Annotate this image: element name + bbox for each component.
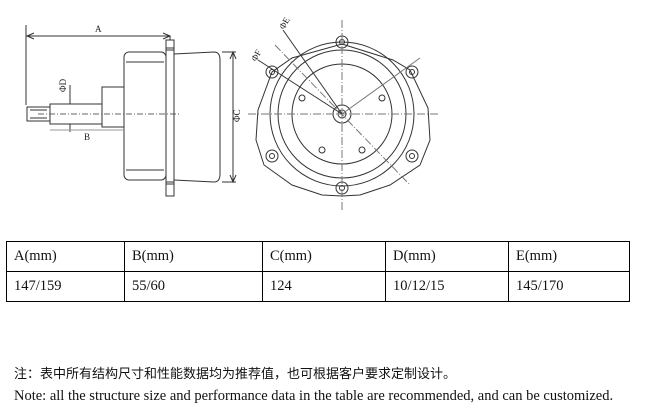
column-header: D(mm)	[385, 241, 509, 272]
table-cell: 145/170	[508, 271, 630, 302]
dim-label-a: A	[95, 24, 102, 34]
column-header: B(mm)	[124, 241, 263, 272]
dim-label-c: ΦC	[232, 109, 242, 122]
table-header-row: A(mm) B(mm) C(mm) D(mm) E(mm)	[6, 241, 630, 272]
table-cell: 124	[262, 271, 386, 302]
dim-label-f: ΦF	[249, 48, 263, 63]
column-header: C(mm)	[262, 241, 386, 272]
table-cell: 147/159	[6, 271, 125, 302]
dim-label-b: B	[84, 132, 90, 142]
note-english: Note: all the structure size and perform…	[14, 388, 614, 404]
motor-dimension-drawing: A ΦD ΦC ΦE ΦF B	[25, 15, 438, 212]
dim-label-d: ΦD	[58, 78, 68, 92]
column-header: E(mm)	[508, 241, 630, 272]
table-cell: 10/12/15	[385, 271, 509, 302]
table-cell: 55/60	[124, 271, 263, 302]
dimension-table: A(mm) B(mm) C(mm) D(mm) E(mm) 147/159 55…	[6, 241, 630, 302]
note-chinese: 注：表中所有结构尺寸和性能数据均为推荐值，也可根据客户要求定制设计。	[14, 367, 457, 382]
dim-label-e: ΦE	[277, 15, 292, 31]
column-header: A(mm)	[6, 241, 125, 272]
table-row: 147/159 55/60 124 10/12/15 145/170	[6, 271, 630, 302]
